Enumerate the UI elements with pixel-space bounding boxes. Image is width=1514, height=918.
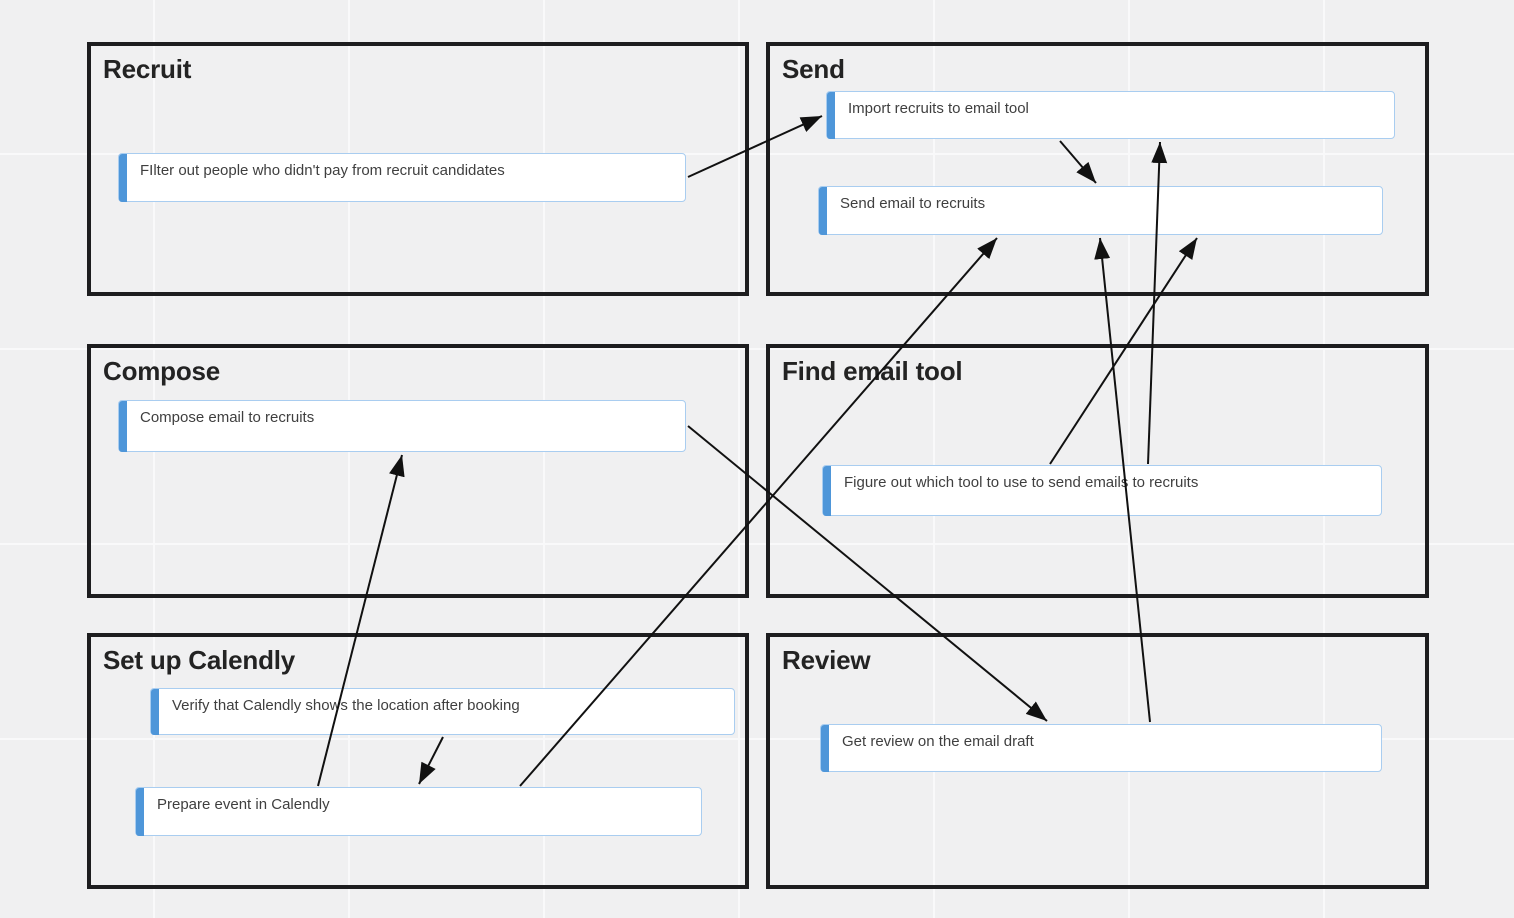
arrow-review-to-send-email[interactable] [1094,237,1151,723]
frame-title: Compose [103,356,221,386]
card-accent-bar [818,186,827,235]
arrow-compose-to-review[interactable] [687,425,1048,722]
card-get-review[interactable]: Get review on the email draft [820,724,1382,772]
card-filter-recruit-candidates[interactable]: FIlter out people who didn't pay from re… [118,153,686,202]
frame-title: Send [782,54,845,84]
card-accent-bar [826,91,835,139]
card-accent-bar [150,688,159,735]
card-text: Compose email to recruits [140,409,315,426]
card-prepare-event[interactable]: Prepare event in Calendly [135,787,702,836]
arrow-import-to-send-email[interactable] [1059,140,1097,184]
card-text: Send email to recruits [840,195,986,212]
card-accent-bar [118,153,127,202]
arrow-filter-to-import[interactable] [687,115,823,178]
arrow-verify-to-prepare[interactable] [418,736,444,785]
frame-find-email-tool[interactable]: Find email tool [766,344,1429,598]
card-import-recruits[interactable]: Import recruits to email tool [826,91,1395,139]
card-text: Verify that Calendly shows the location … [172,697,520,714]
card-send-email[interactable]: Send email to recruits [818,186,1383,235]
card-text: Import recruits to email tool [848,100,1029,117]
card-compose-email[interactable]: Compose email to recruits [118,400,686,452]
card-text: Figure out which tool to use to send ema… [844,474,1199,491]
card-accent-bar [822,465,831,516]
card-figure-out-tool[interactable]: Figure out which tool to use to send ema… [822,465,1382,516]
card-accent-bar [135,787,144,836]
arrow-prepare-to-compose[interactable] [317,454,405,787]
frame-title: Recruit [103,54,192,84]
frame-compose[interactable]: Compose [87,344,749,598]
frame-review[interactable]: Review [766,633,1429,889]
frame-title: Review [782,645,871,675]
card-verify-calendly[interactable]: Verify that Calendly shows the location … [150,688,735,735]
card-text: Prepare event in Calendly [157,796,330,813]
frame-recruit[interactable]: Recruit [87,42,749,296]
card-accent-bar [118,400,127,452]
card-accent-bar [820,724,829,772]
frame-send[interactable]: Send [766,42,1429,296]
frame-title: Find email tool [782,356,963,386]
frame-set-up-calendly[interactable]: Set up Calendly [87,633,749,889]
frame-title: Set up Calendly [103,645,296,675]
arrow-figure-to-import[interactable] [1147,141,1168,465]
card-text: FIlter out people who didn't pay from re… [140,162,505,179]
card-text: Get review on the email draft [842,733,1034,750]
arrow-figure-to-send-email[interactable] [1049,237,1198,465]
arrow-prepare-to-send-email[interactable] [519,237,998,787]
